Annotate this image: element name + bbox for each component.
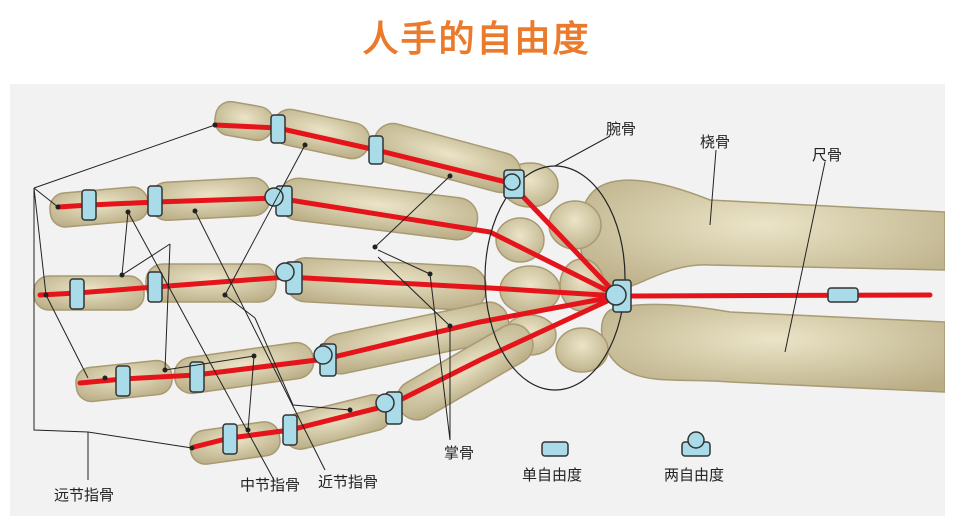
label-ulna: 尺骨: [812, 146, 842, 164]
joint-ring-1: [69, 278, 85, 310]
joint-little-2: [189, 361, 205, 393]
radius-bone: [578, 179, 945, 293]
label-proximal-phalanx: 近节指骨: [318, 473, 378, 491]
label-radius: 桡骨: [700, 133, 730, 151]
joint-little-1: [115, 365, 131, 397]
joint-index-2: [368, 135, 384, 165]
legend-double-icon-ball: [687, 431, 705, 449]
label-distal-phalanx: 远节指骨: [54, 486, 114, 504]
single-dof-joints: [69, 114, 859, 455]
joint2-ring: [275, 261, 303, 295]
label-carpal: 腕骨: [606, 120, 636, 138]
carpal-bone-2: [548, 200, 602, 250]
joint2-little: [313, 343, 337, 377]
joint2-index: [503, 169, 525, 199]
page-title: 人手的自由度: [362, 19, 591, 60]
leader-dots: [43, 122, 453, 451]
legend-single-icon: [541, 441, 569, 457]
joint2-wrist: [605, 279, 632, 313]
leader-lines: [33, 124, 826, 481]
joint-thumb-1: [222, 423, 238, 455]
legend-double-dof: 两自由度: [664, 431, 724, 484]
joint-middle-1: [81, 189, 97, 221]
label-metacarpal: 掌骨: [444, 444, 474, 462]
chain-forearm: [615, 292, 933, 299]
label-middle-phalanx: 中节指骨: [240, 476, 300, 494]
joint-thumb-2: [282, 414, 298, 446]
labels: 腕骨 桡骨 尺骨 掌骨 远节指骨 中节指骨 近节指骨: [54, 120, 842, 504]
carpal-bone-7: [555, 327, 609, 373]
joint-ring-2: [147, 271, 163, 303]
double-dof-joints: [264, 169, 632, 425]
joint2-thumb: [375, 391, 403, 425]
hand-dof-diagram: 腕骨 桡骨 尺骨 掌骨 远节指骨 中节指骨 近节指骨 单自由度 两自由度: [10, 84, 945, 516]
joint2-middle: [264, 185, 293, 217]
legend-single-dof: 单自由度: [522, 441, 582, 484]
legend: 单自由度 两自由度: [522, 431, 724, 484]
joint-forearm: [827, 287, 859, 303]
legend-single-label: 单自由度: [522, 466, 582, 484]
joint-index-1: [270, 114, 286, 144]
legend-double-label: 两自由度: [664, 466, 724, 484]
forearm: [578, 179, 945, 393]
joint-middle-2: [147, 185, 163, 217]
